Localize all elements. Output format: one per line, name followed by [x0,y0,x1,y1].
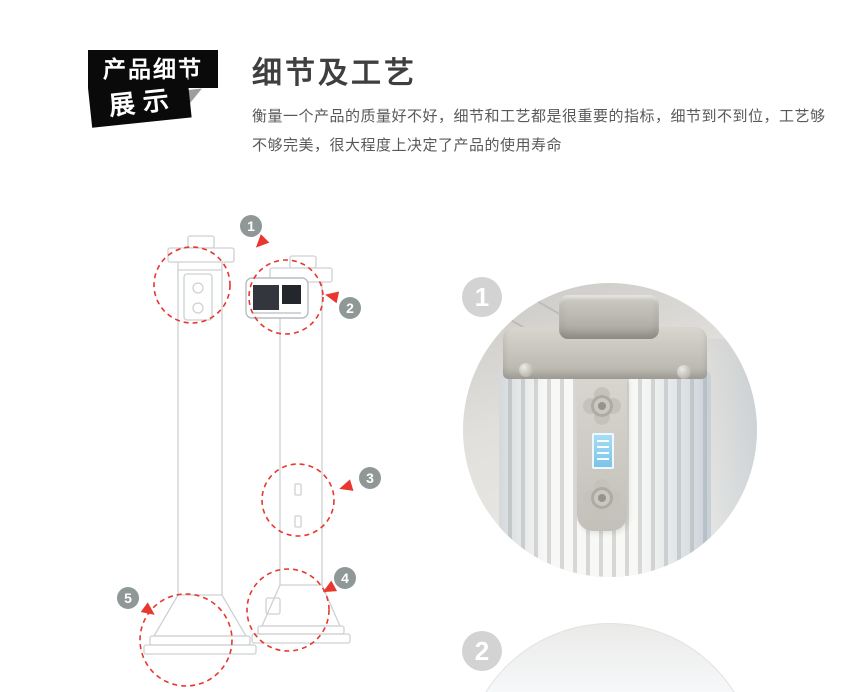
flower-bolt-bottom [591,487,613,509]
section-description: 衡量一个产品的质量好不好，细节和工艺都是很重要的指标，细节到不到位，工艺够不够完… [252,108,826,154]
arrow-icon-2 [323,288,340,304]
section-title: 细节及工艺 [252,57,417,90]
diagram-svg [139,235,351,687]
technical-diagram [110,212,430,692]
detail-number-badge-2: 2 [462,631,502,671]
front-panel [577,379,627,531]
detail-photo-1 [463,283,757,577]
diagram-marker-2: 2 [339,297,361,319]
detail-number-badge-1: 1 [462,277,502,317]
callout-circles [139,246,335,687]
label-text-lines [597,440,609,462]
product-label-sticker [592,433,614,469]
left-column-drawing [143,235,257,655]
cap-bolt-left [519,363,533,377]
flower-bolt-top [591,395,613,417]
cap-top-knob [559,295,659,339]
control-panel-inset [245,277,309,319]
diagram-marker-4: 4 [334,567,356,589]
ribbon-fold-triangle [188,88,204,104]
header-ribbon: 产品细节 展示 [88,50,218,128]
cap-bolt-right [677,365,691,379]
diagram-marker-5: 5 [117,587,139,609]
detail-photo-2 [463,623,757,692]
diagram-marker-3: 3 [359,467,381,489]
diagram-marker-1: 1 [240,215,262,237]
